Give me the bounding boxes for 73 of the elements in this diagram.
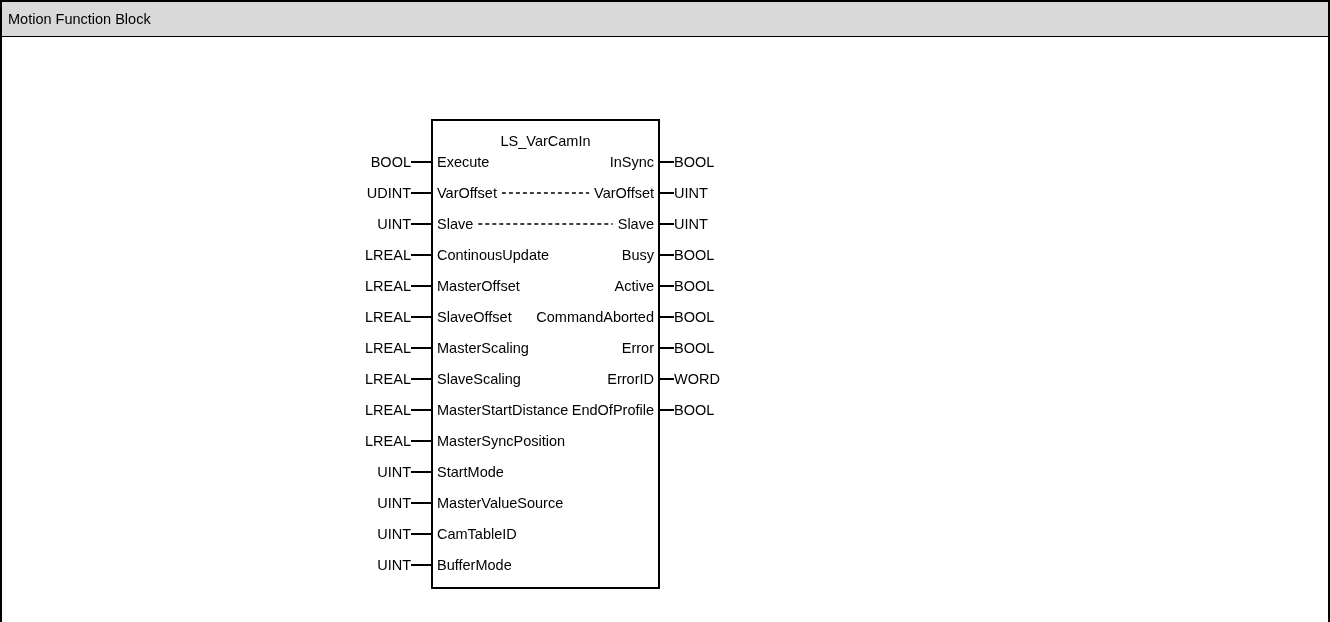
pin-line (410, 192, 434, 194)
data-type: BOOL (674, 308, 715, 326)
pin-line (657, 347, 675, 349)
input-pin-name: VarOffset (433, 184, 502, 202)
output-pin-name: ErrorID (602, 370, 658, 388)
pin-line (410, 440, 434, 442)
pin-line (657, 192, 675, 194)
data-type: LREAL (365, 339, 411, 357)
data-type: LREAL (365, 401, 411, 419)
output-pin-name: VarOffset (589, 184, 658, 202)
output-pin-name: InSync (604, 153, 658, 171)
dashed-connector (477, 223, 614, 225)
data-type: LREAL (365, 370, 411, 388)
block-name: LS_VarCamIn (499, 132, 592, 150)
output-pin-name: CommandAborted (531, 308, 658, 326)
data-type: BOOL (674, 246, 715, 264)
data-type: LREAL (365, 246, 411, 264)
data-type: UINT (674, 184, 708, 202)
pin-line (657, 316, 675, 318)
data-type: BOOL (674, 277, 715, 295)
output-pin-name: Active (609, 277, 658, 295)
pin-line (410, 378, 434, 380)
data-type: UDINT (366, 184, 411, 202)
pin-line (410, 502, 434, 504)
data-type: LREAL (365, 432, 411, 450)
data-type: UINT (377, 525, 411, 543)
input-pin-name: MasterScaling (433, 339, 534, 357)
pin-line (410, 347, 434, 349)
pin-line (410, 254, 434, 256)
pin-line (410, 161, 434, 163)
input-pin-name: MasterStartDistance (433, 401, 574, 419)
data-type: UINT (377, 494, 411, 512)
input-pin-name: MasterOffset (433, 277, 525, 295)
pin-line (410, 409, 434, 411)
data-type: UINT (377, 556, 411, 574)
pin-line (410, 564, 434, 566)
data-type: BOOL (674, 153, 715, 171)
input-pin-name: ContinousUpdate (433, 246, 555, 264)
input-pin-name: StartMode (433, 463, 509, 481)
pin-line (657, 285, 675, 287)
data-type: BOOL (674, 339, 715, 357)
input-pin-name: Execute (433, 153, 495, 171)
data-type: UINT (674, 215, 708, 233)
pin-line (410, 285, 434, 287)
data-type: BOOL (674, 401, 715, 419)
data-type: UINT (377, 215, 411, 233)
pin-line (657, 409, 675, 411)
data-type: WORD (674, 370, 720, 388)
data-type: LREAL (365, 277, 411, 295)
output-pin-name: Slave (612, 215, 658, 233)
pin-line (657, 223, 675, 225)
pin-line (657, 378, 675, 380)
input-pin-name: CamTableID (433, 525, 522, 543)
data-type: LREAL (365, 308, 411, 326)
pin-line (410, 223, 434, 225)
output-pin-name: Busy (616, 246, 658, 264)
panel-title: Motion Function Block (8, 10, 151, 28)
function-block (431, 119, 660, 589)
data-type: BOOL (370, 153, 411, 171)
pin-line (410, 471, 434, 473)
input-pin-name: BufferMode (433, 556, 517, 574)
pin-line (657, 161, 675, 163)
input-pin-name: MasterSyncPosition (433, 432, 571, 450)
input-pin-name: Slave (433, 215, 479, 233)
pin-line (657, 254, 675, 256)
output-pin-name: Error (616, 339, 658, 357)
input-pin-name: SlaveOffset (433, 308, 517, 326)
pin-line (410, 533, 434, 535)
dashed-connector (501, 192, 590, 194)
input-pin-name: SlaveScaling (433, 370, 526, 388)
data-type: UINT (377, 463, 411, 481)
input-pin-name: MasterValueSource (433, 494, 569, 512)
pin-line (410, 316, 434, 318)
